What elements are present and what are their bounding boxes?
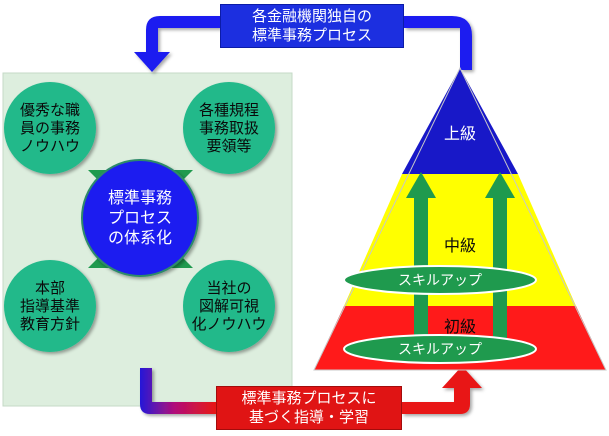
circle-bottom-left-label: 本部 指導基準 教育方針 [19, 279, 80, 333]
skill-up-ellipse-middle [343, 265, 537, 295]
level-middle-label: 中級 [443, 236, 476, 255]
pyramid-upper [402, 68, 518, 174]
skill-up-ellipse-beginner [343, 334, 537, 364]
top-label: 各金融機関独自の 標準事務プロセス [220, 4, 404, 48]
circle-bottom-right-label: 当社の 図解可視 化ノウハウ [191, 279, 267, 333]
bottom-label: 標準事務プロセスに 基づく指導・学習 [216, 386, 402, 430]
pyramid-outline [313, 66, 607, 371]
level-upper-label: 上級 [443, 124, 476, 143]
level-beginner-label: 初級 [443, 317, 476, 336]
skill-up-label-middle: スキルアップ [398, 273, 482, 289]
bottom-arrow [140, 366, 482, 414]
center-circle-label: 標準事務 プロセス の体系化 [107, 188, 172, 247]
circle-top-right-label: 各種規程 事務取扱 要領等 [198, 101, 259, 155]
circle-bottom-right [183, 260, 275, 352]
top-arrow [134, 16, 472, 72]
circle-top-left [4, 82, 96, 174]
circle-bottom-left [4, 260, 96, 352]
center-circle [81, 159, 199, 277]
circle-top-left-label: 優秀な職 員の事務 ノウハウ [19, 101, 80, 155]
skill-up-label-beginner: スキルアップ [398, 342, 482, 358]
circle-top-right [183, 82, 275, 174]
